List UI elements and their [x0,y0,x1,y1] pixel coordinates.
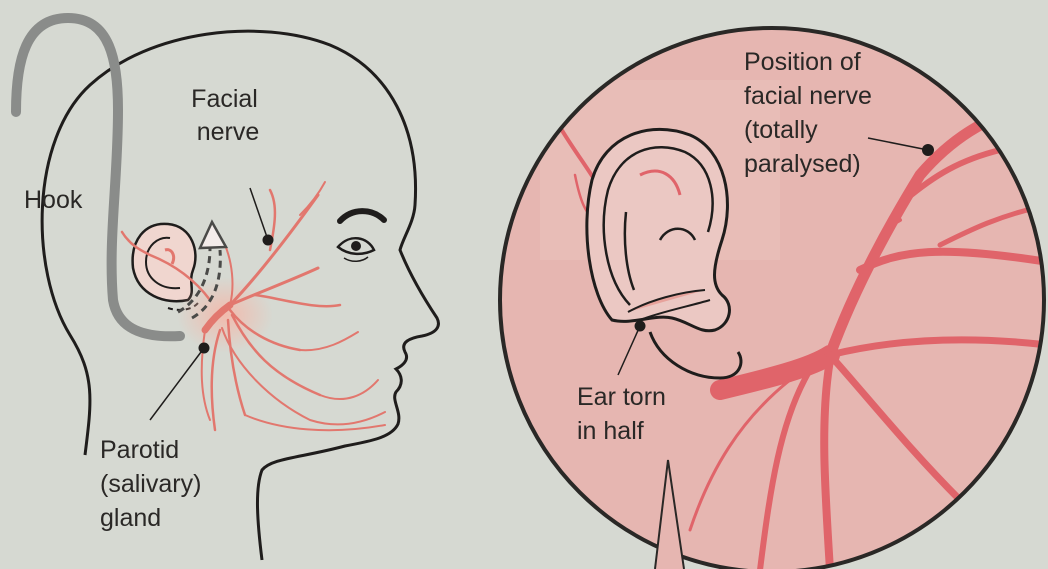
facial-nerve-marker [263,235,274,246]
label-facial-nerve: Facial nerve [191,85,265,146]
position-marker [922,144,934,156]
eyebrow [340,211,384,221]
parotid-marker [199,343,210,354]
label-parotid-gland: Parotid (salivary) gland [100,436,208,532]
eye-pupil [351,241,361,251]
parotid-gland [177,277,273,353]
ear-torn-marker [635,321,646,332]
label-hook: Hook [24,186,83,214]
